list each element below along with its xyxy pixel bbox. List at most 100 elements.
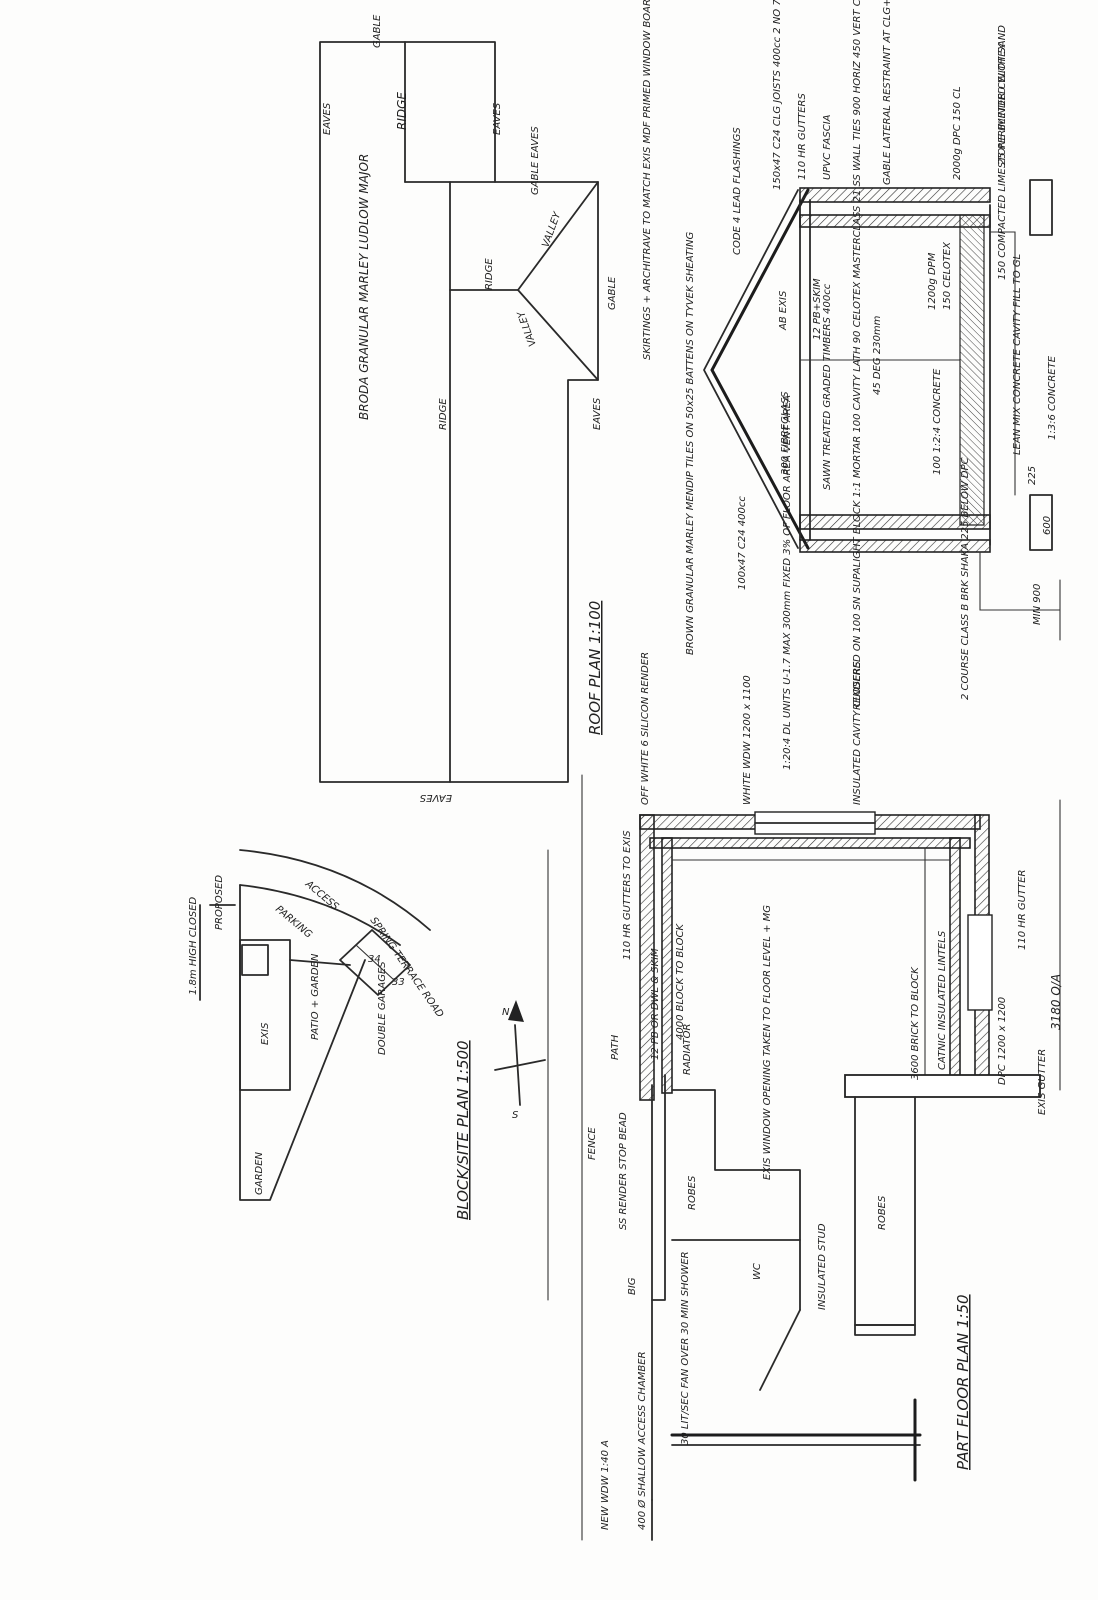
floor-plan: OFF WHITE 6 SILICON RENDER WHITE WDW 120… (600, 652, 1063, 1541)
note-timber: SAWN TREATED GRADED TIMBERS 400cc (822, 283, 833, 490)
site-garages-label: DOUBLE GARAGES (377, 961, 388, 1055)
site-plan: SPRING TERRACE ROAD ACCESS PARKING EXIS … (188, 774, 621, 1541)
note-wc: WC (752, 1263, 763, 1280)
note-dpc: 2000g DPC 150 CL (952, 86, 963, 180)
note-big: BIG (627, 1277, 638, 1295)
roof-label-gable-eaves: GABLE EAVES (530, 126, 541, 195)
floor-wall-top-inner (649, 837, 971, 849)
note-600: 600 (1042, 516, 1053, 535)
note-asbestos: AB EXIS (778, 290, 789, 331)
site-house (239, 939, 291, 1091)
note-rafters: 100x47 C24 400cc (737, 496, 748, 590)
site-house-label: EXIS (260, 1022, 271, 1045)
note-rendered: RENDERED ON 100 SN SUPALIGHT BLOCK 1:1 M… (852, 0, 863, 710)
note-gable-restraint: GABLE LATERAL RESTRAINT AT CLG+RAFTERS 1… (882, 0, 893, 185)
note-window-right: 1200 x 1200 (997, 997, 1008, 1060)
note-dpc-floor: DPC (997, 1064, 1008, 1085)
roof-valley-1 (517, 181, 599, 291)
site-access-label: ACCESS (302, 878, 341, 913)
note-perimeter: 25 PERIMETER CELOTEX (997, 42, 1008, 165)
site-plan-title: BLOCK/SITE PLAN 1:500 (454, 1040, 472, 1220)
roof-label-eaves-3: EAVES (419, 792, 452, 803)
roof-label-ridge-1: RIDGE (395, 92, 409, 130)
note-3180: 3180 O/A (1049, 974, 1063, 1030)
note-ridge: SKIRTINGS + ARCHITRAVE TO MATCH EXIS MDF… (642, 0, 653, 360)
site-proposed-label: PROPOSED (214, 875, 225, 930)
note-off-white: OFF WHITE 6 SILICON RENDER (640, 652, 651, 805)
roof-label-eaves-2: EAVES (492, 102, 503, 135)
floor-robes-1 (671, 1089, 801, 1311)
note-min900: MIN 900 (1032, 584, 1043, 625)
note-stop-bead: SS RENDER STOP BEAD (618, 1112, 629, 1230)
roof-valley-2 (517, 289, 599, 381)
note-window-bottom: NEW WDW 1:40 A (600, 1440, 611, 1530)
site-garden-label: GARDEN (254, 1151, 265, 1195)
south-label: S (512, 1110, 519, 1121)
floor-wall-left (639, 814, 655, 1101)
note-joists: 150x47 C24 CLG JOISTS 400cc 2 NO 75x75 C… (772, 0, 783, 190)
note-insulated-stud: INSULATED STUD (817, 1223, 828, 1310)
note-window-top: WHITE WDW 1200 x 1100 (742, 675, 753, 805)
note-dpm: 1200g DPM (927, 252, 938, 310)
section-detail: BROWN GRANULAR MARLEY MENDIP TILES ON 50… (642, 0, 1061, 770)
note-uvalues: 1:20:4 DL UNITS U-1.7 MAX 300mm FIXED 3%… (782, 395, 793, 770)
floor-door-swing (759, 1309, 801, 1391)
section-foundation-bottom (1029, 494, 1053, 551)
roof-label-gable-2: GABLE (607, 276, 618, 310)
note-robes-1: ROBES (687, 1175, 698, 1210)
note-mix: 1:3:6 CONCRETE (1047, 355, 1058, 440)
note-225: 225 (1027, 466, 1038, 485)
note-gutters-top: 110 HR GUTTERS (797, 93, 808, 180)
roof-label-gable: GABLE (372, 14, 383, 48)
fence-label: FENCE (587, 1126, 598, 1160)
site-patio-label: PATIO + GARDEN (310, 953, 321, 1040)
note-slab: 100 1:2:4 CONCRETE (932, 368, 943, 475)
roof-label-valley-2: VALLEY (516, 309, 539, 348)
north-label: N (502, 1007, 510, 1018)
note-gutter-right: 110 HR GUTTER (1017, 870, 1028, 950)
note-shower-chamber: 400 Ø SHALLOW ACCESS CHAMBER (636, 1351, 648, 1530)
note-3600: 3600 BRICK TO BLOCK (910, 966, 921, 1080)
note-fibreglass: 300 FIBREGLASS (780, 391, 791, 475)
note-plaster: 12 PB+SKIM (812, 278, 823, 340)
note-celotex: 150 CELOTEX (942, 241, 953, 310)
roof-tile-note: BRODA GRANULAR MARLEY LUDLOW MAJOR (357, 154, 371, 420)
floor-window-right (967, 914, 993, 1011)
note-radiator: RADIATOR (682, 1024, 693, 1075)
roof-label-eaves-1: EAVES (322, 102, 333, 135)
site-fence-label: 1.8m HIGH CLOSED (188, 896, 199, 995)
note-robes-2: ROBES (877, 1195, 888, 1230)
roof-label-eaves-4: EAVES (592, 397, 603, 430)
roof-label-ridge-3: RIDGE (438, 398, 449, 430)
note-lintels: CATNIC INSULATED LINTELS (937, 930, 948, 1070)
roof-plan-title: ROOF PLAN 1:100 (586, 601, 604, 735)
roof-label-ridge-2: RIDGE (484, 258, 495, 290)
note-courses: 2 COURSE CLASS B BRK SHAKA 225 BELOW DPC (960, 457, 971, 700)
note-closers: INSULATED CAVITY CLOSERS (852, 661, 863, 805)
path-label: PATH (610, 1034, 621, 1060)
site-road-edge-1 (239, 884, 401, 946)
site-no33: 33 (392, 977, 405, 988)
section-floor-slab (959, 214, 985, 526)
note-fascia: UPVC FASCIA (822, 114, 833, 180)
note-4000: 4000 BLOCK TO BLOCK (675, 923, 686, 1040)
site-garages (339, 929, 411, 996)
note-gutter-left: 110 HR GUTTERS TO EXIS (622, 830, 633, 960)
site-parking-label: PARKING (273, 904, 314, 941)
site-no34: 34 (368, 954, 381, 965)
floor-plan-title: PART FLOOR PLAN 1:50 (954, 1294, 972, 1470)
north-arrow-head (508, 1000, 524, 1022)
note-angle: 45 DEG 230mm (872, 315, 883, 395)
section-wall-top (799, 187, 991, 203)
site-extension (241, 944, 269, 976)
roof-label-valley-1: VALLEY (540, 210, 563, 249)
note-hardcore: 150 COMPACTED LIMESTONE BLINDED WITH SAN… (997, 25, 1008, 280)
floor-existing-beam (844, 1074, 1041, 1098)
roof-plan: BRODA GRANULAR MARLEY LUDLOW MAJOR EAVES… (319, 14, 618, 803)
note-lead: CODE 4 LEAD FLASHINGS (732, 127, 743, 255)
site-road-edge-2 (239, 849, 431, 931)
note-tiles: BROWN GRANULAR MARLEY MENDIP TILES ON 50… (685, 231, 696, 655)
note-shower: 30 LIT/SEC FAN OVER 30 MIN SHOWER (680, 1251, 691, 1445)
